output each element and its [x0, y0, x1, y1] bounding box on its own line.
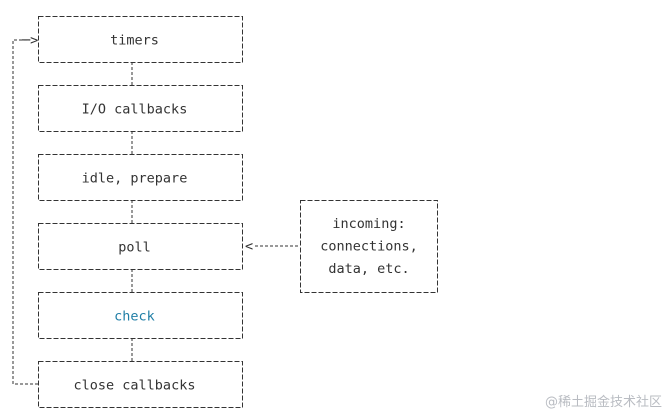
phase-box-timers: timers: [38, 16, 243, 63]
phase-label-check: check: [114, 309, 155, 325]
phase-box-border: [38, 85, 243, 132]
phase-label-timers: timers: [110, 33, 159, 49]
phase-label-poll: poll: [118, 240, 151, 256]
incoming-line-1: incoming:: [332, 216, 405, 232]
phase-box-border: [38, 223, 243, 270]
loop-back-arrowhead: ─>: [21, 33, 38, 49]
incoming-line-2: connections,: [320, 239, 418, 255]
phase-box-poll: poll: [38, 223, 243, 270]
phase-label-idle-prepare: idle, prepare: [82, 171, 188, 187]
phase-box-border: [38, 361, 243, 408]
phase-box-io-callbacks: I/O callbacks: [38, 85, 243, 132]
phase-box-border: [38, 154, 243, 201]
phase-box-border: [38, 292, 243, 339]
incoming-line-3: data, etc.: [328, 261, 409, 277]
incoming-box: incoming: connections, data, etc.: [300, 200, 438, 293]
phase-label-close-callbacks: close callbacks: [74, 378, 196, 394]
incoming-box-border: [300, 200, 438, 293]
phase-box-close-callbacks: close callbacks: [38, 361, 243, 408]
phase-box-check: check: [38, 292, 243, 339]
phase-label-io-callbacks: I/O callbacks: [82, 102, 188, 118]
watermark: @稀土掘金技术社区: [544, 395, 662, 410]
phase-box-idle-prepare: idle, prepare: [38, 154, 243, 201]
loop-back-line: [12, 39, 38, 385]
incoming-arrowhead: <: [245, 239, 253, 255]
loop-back-arrow: [12, 39, 38, 385]
phase-box-border: [38, 16, 243, 63]
